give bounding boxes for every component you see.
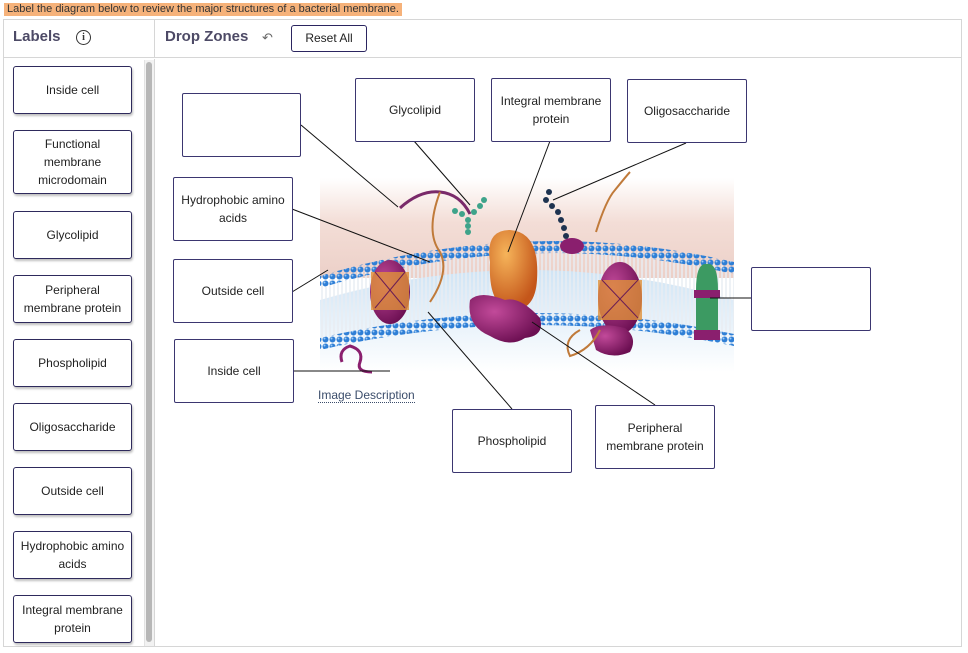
drop-zone-outside-cell[interactable]: Outside cell	[173, 259, 293, 323]
leader-lines	[291, 124, 751, 410]
labels-scrollbar-thumb[interactable]	[146, 62, 152, 642]
label-card-outside-cell[interactable]: Outside cell	[13, 467, 132, 515]
image-description-link[interactable]: Image Description	[318, 388, 415, 403]
drop-zone-hydrophobic-amino-acids[interactable]: Hydrophobic amino acids	[173, 177, 293, 241]
activity-frame	[3, 19, 962, 647]
drop-zones-title: Drop Zones	[165, 28, 249, 45]
label-card-phospholipid[interactable]: Phospholipid	[13, 339, 132, 387]
reset-all-button[interactable]: Reset All	[291, 25, 367, 52]
label-card-integral-membrane-protein[interactable]: Integral membrane protein	[13, 595, 132, 643]
instruction-text: Label the diagram below to review the ma…	[4, 3, 402, 16]
labels-header	[4, 20, 155, 58]
label-card-inside-cell[interactable]: Inside cell	[13, 66, 132, 114]
label-card-oligosaccharide[interactable]: Oligosaccharide	[13, 403, 132, 451]
drop-zone-glycolipid[interactable]: Glycolipid	[355, 78, 475, 142]
drop-zones-header	[155, 20, 962, 58]
drop-zone-empty-top-left[interactable]	[182, 93, 301, 157]
drop-zone-inside-cell[interactable]: Inside cell	[174, 339, 294, 403]
drop-zone-oligosaccharide[interactable]: Oligosaccharide	[627, 79, 747, 143]
labels-panel	[4, 59, 155, 647]
labels-title: Labels	[13, 28, 61, 45]
drop-zone-peripheral-membrane-protein[interactable]: Peripheral membrane protein	[595, 405, 715, 469]
label-card-hydrophobic-amino-acids[interactable]: Hydrophobic amino acids	[13, 531, 132, 579]
drop-zone-phospholipid[interactable]: Phospholipid	[452, 409, 572, 473]
info-icon[interactable]: i	[76, 30, 91, 45]
membrane-illustration	[320, 171, 734, 374]
label-card-peripheral-membrane-protein[interactable]: Peripheral membrane protein	[13, 275, 132, 323]
drop-zone-empty-right[interactable]	[751, 267, 871, 331]
label-card-glycolipid[interactable]: Glycolipid	[13, 211, 132, 259]
label-card-functional-membrane-microdomain[interactable]: Functional membrane microdomain	[13, 130, 132, 194]
undo-arrow-icon[interactable]: ↶	[262, 30, 273, 45]
drop-zone-integral-membrane-protein[interactable]: Integral membrane protein	[491, 78, 611, 142]
